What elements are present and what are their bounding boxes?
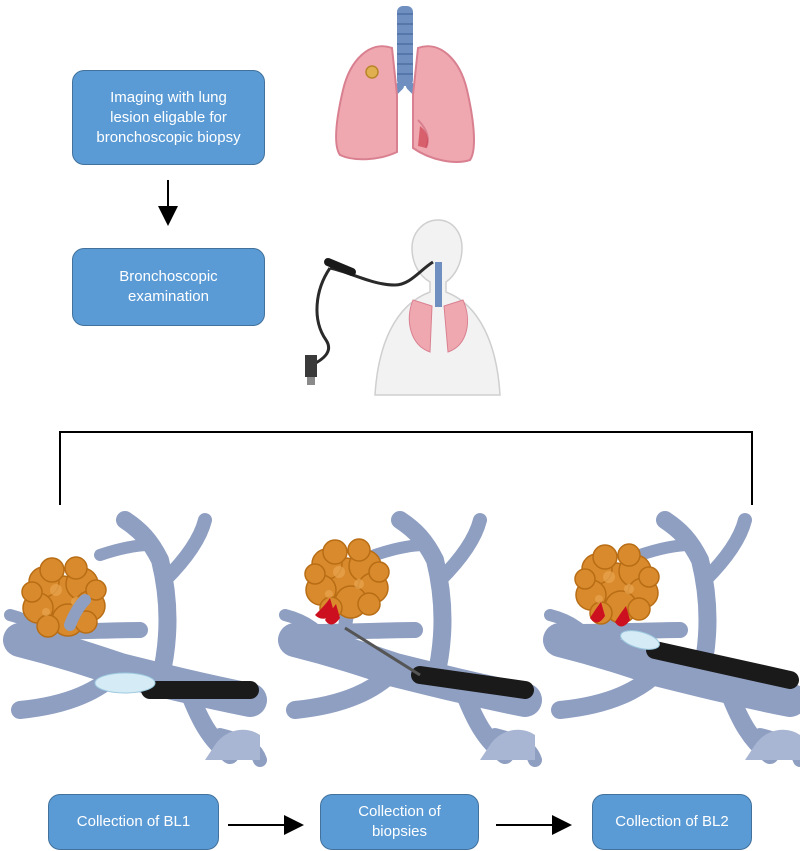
panel-biopsies	[285, 520, 535, 760]
panel-bl1	[10, 520, 260, 760]
examination-box: Bronchoscopic examination	[72, 248, 265, 326]
collection-bl1-box: Collection of BL1	[48, 794, 219, 850]
collection-biopsies-box: Collection of biopsies	[320, 794, 479, 850]
bronchoscopy-illustration	[305, 219, 501, 396]
panel-bl2	[550, 520, 800, 760]
collection-bl2-box: Collection of BL2	[592, 794, 752, 850]
bracket	[59, 431, 753, 505]
imaging-box: Imaging with lung lesion eligable for br…	[72, 70, 265, 165]
lungs-illustration	[335, 6, 475, 163]
